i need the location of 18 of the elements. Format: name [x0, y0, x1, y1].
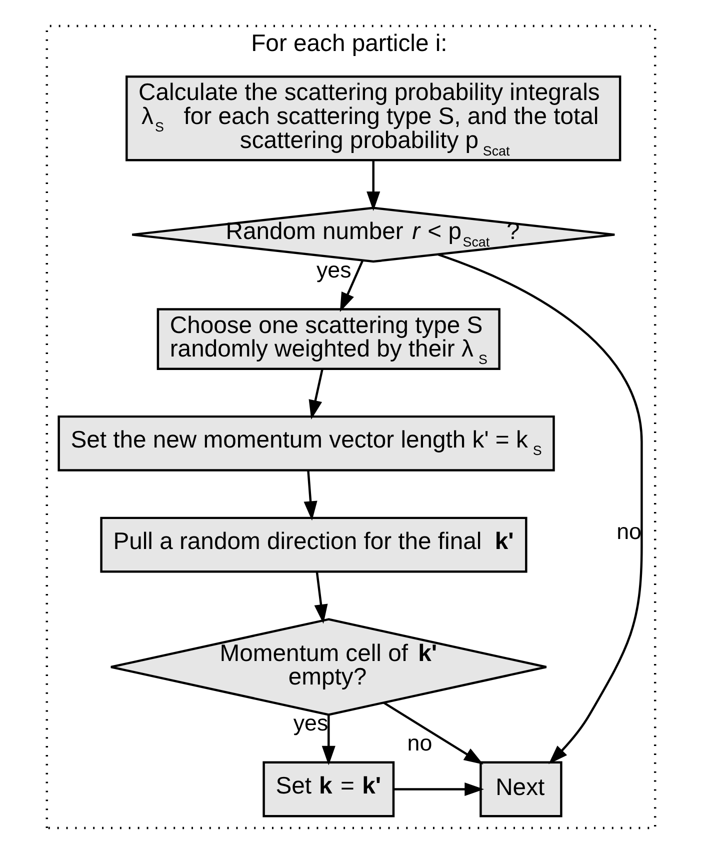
node-diamond: Momentum cell of k' empty?	[110, 618, 548, 716]
arrow	[366, 160, 380, 211]
edge-label: no	[407, 730, 432, 756]
arrow	[322, 714, 336, 766]
arrow	[383, 702, 484, 764]
arrow	[438, 254, 643, 764]
arrow	[394, 782, 484, 796]
node-box: Set k = k'	[262, 761, 395, 818]
node-box: Set the new momentum vector length k' = k$_{S}$	[58, 415, 555, 472]
node-box: Pull a random direction for the final k'	[100, 516, 528, 573]
edge-label: no	[616, 518, 642, 544]
node-box: Next	[480, 761, 562, 818]
node-box: Choose one scattering type S randomly weighted by their λ$_{S}$	[156, 308, 500, 370]
arrow	[308, 369, 324, 420]
arrow	[340, 260, 364, 312]
node-box: Calculate the scattering probability integrals λ$_{S}$ for each scattering type S, and the total scattering probability p$_{Scat}$	[126, 76, 622, 162]
arrow	[304, 470, 318, 521]
arrow	[314, 572, 328, 624]
